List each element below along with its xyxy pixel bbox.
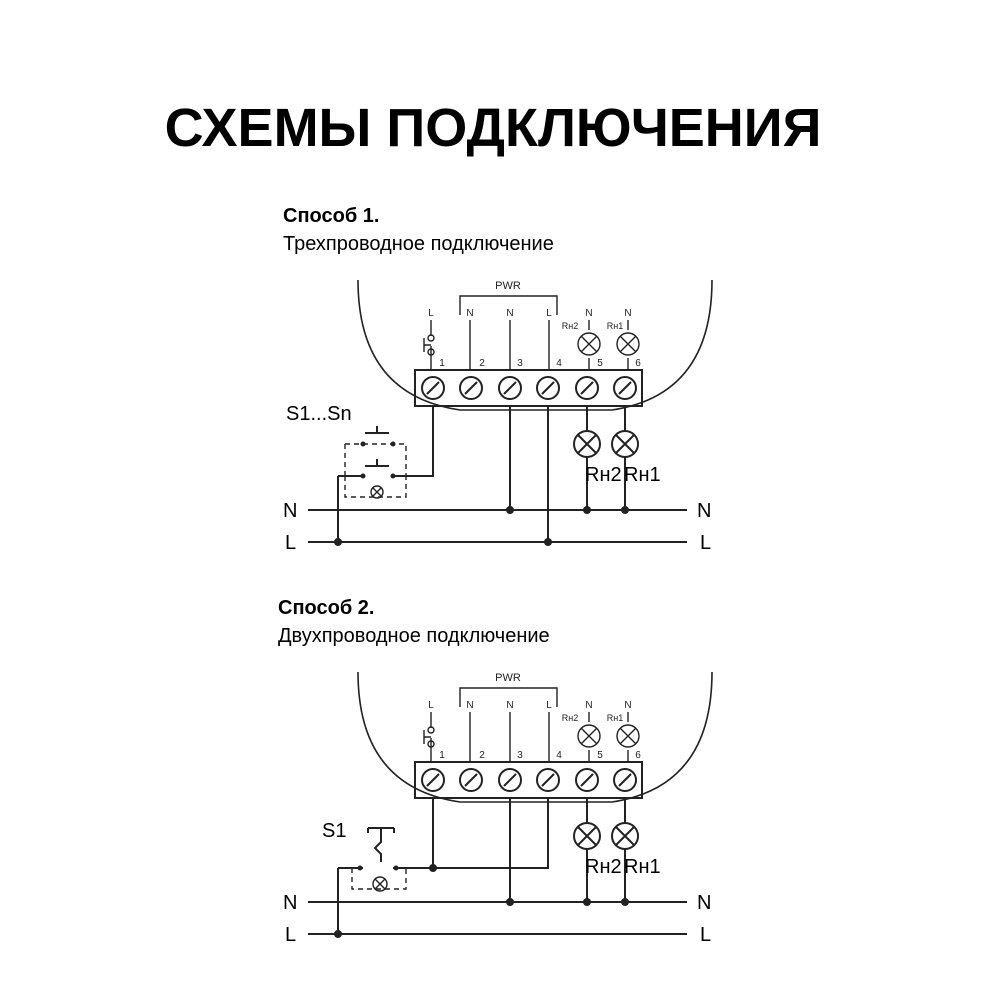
- terminal-number-4: 4: [556, 358, 562, 369]
- neutral-label-right: N: [697, 892, 711, 914]
- terminal-number-3: 3: [517, 750, 523, 761]
- terminal-number-3: 3: [517, 358, 523, 369]
- load-lamp-icon: [573, 822, 601, 850]
- terminal-letter-6: Rн1: [607, 713, 623, 723]
- internal-lamp-icon: [577, 724, 601, 748]
- terminal-letter-3: N: [506, 308, 513, 319]
- neutral-label-left: N: [283, 500, 297, 522]
- scheme-1-heading: Способ 1.: [283, 205, 379, 227]
- terminal-letter-1: L: [428, 700, 434, 711]
- terminal-number-2: 2: [479, 750, 485, 761]
- load-label-rn2: Rн2: [585, 856, 622, 878]
- terminal-number-5: 5: [597, 358, 603, 369]
- neutral-label-left: N: [283, 892, 297, 914]
- terminal-screws: [421, 376, 637, 400]
- terminal-number-2: 2: [479, 358, 485, 369]
- wall-switch: [338, 827, 407, 892]
- lamp-top-n-2: N: [624, 700, 631, 711]
- live-label-left: L: [285, 924, 296, 946]
- live-label-right: L: [700, 924, 711, 946]
- scheme-2-subheading: Двухпроводное подключение: [278, 625, 550, 647]
- lamp-top-n-1: N: [585, 308, 592, 319]
- push-button-switches: [338, 426, 407, 499]
- scheme-2: Способ 2. Двухпроводное подключение PWR …: [278, 597, 713, 946]
- terminal-number-6: 6: [635, 358, 641, 369]
- pwr-bracket: [459, 687, 558, 707]
- device-housing: [357, 279, 713, 411]
- lamp-top-n-2: N: [624, 308, 631, 319]
- terminal-letter-5: Rн2: [562, 713, 578, 723]
- terminal-letter-2: N: [466, 308, 473, 319]
- terminal-block: [414, 369, 643, 407]
- internal-lamp-icon: [616, 724, 640, 748]
- terminal-letter-2: N: [466, 700, 473, 711]
- terminal-letter-1: L: [428, 308, 434, 319]
- page-title: СХЕМЫ ПОДКЛЮЧЕНИЯ: [165, 98, 822, 158]
- terminal-letter-4: L: [546, 308, 552, 319]
- internal-lamp-icon: [577, 332, 601, 356]
- load-label-rn2: Rн2: [585, 464, 622, 486]
- load-label-rn1: Rн1: [624, 464, 661, 486]
- lamp-top-n-1: N: [585, 700, 592, 711]
- live-label-right: L: [700, 532, 711, 554]
- terminal-number-4: 4: [556, 750, 562, 761]
- pwr-label: PWR: [495, 672, 521, 684]
- backlight-lamp-icon: [372, 876, 388, 892]
- terminal-letter-3: N: [506, 700, 513, 711]
- device-housing: [357, 671, 713, 803]
- terminal-number-6: 6: [635, 750, 641, 761]
- terminal-number-1: 1: [439, 358, 445, 369]
- load-lamp-icon: [573, 430, 601, 458]
- terminal-number-5: 5: [597, 750, 603, 761]
- load-lamp-icon: [611, 822, 639, 850]
- backlight-lamp-icon: [370, 485, 384, 499]
- terminal-letter-4: L: [546, 700, 552, 711]
- terminal-number-1: 1: [439, 750, 445, 761]
- scheme-2-heading: Способ 2.: [278, 597, 374, 619]
- terminal-letter-5: Rн2: [562, 321, 578, 331]
- load-label-rn1: Rн1: [624, 856, 661, 878]
- internal-button: [423, 320, 432, 370]
- terminal-block: [414, 761, 643, 799]
- internal-lamp-icon: [616, 332, 640, 356]
- scheme-1-subheading: Трехпроводное подключение: [283, 233, 554, 255]
- pwr-bracket: [459, 295, 558, 315]
- load-lamp-icon: [611, 430, 639, 458]
- terminal-letter-6: Rн1: [607, 321, 623, 331]
- internal-button: [423, 712, 432, 762]
- neutral-label-right: N: [697, 500, 711, 522]
- live-label-left: L: [285, 532, 296, 554]
- scheme-1: Способ 1. Трехпроводное подключение PWR …: [283, 205, 713, 554]
- pwr-label: PWR: [495, 280, 521, 292]
- terminal-screws: [421, 768, 637, 792]
- switch-label: S1...Sn: [286, 403, 352, 425]
- switch-label: S1: [322, 820, 346, 842]
